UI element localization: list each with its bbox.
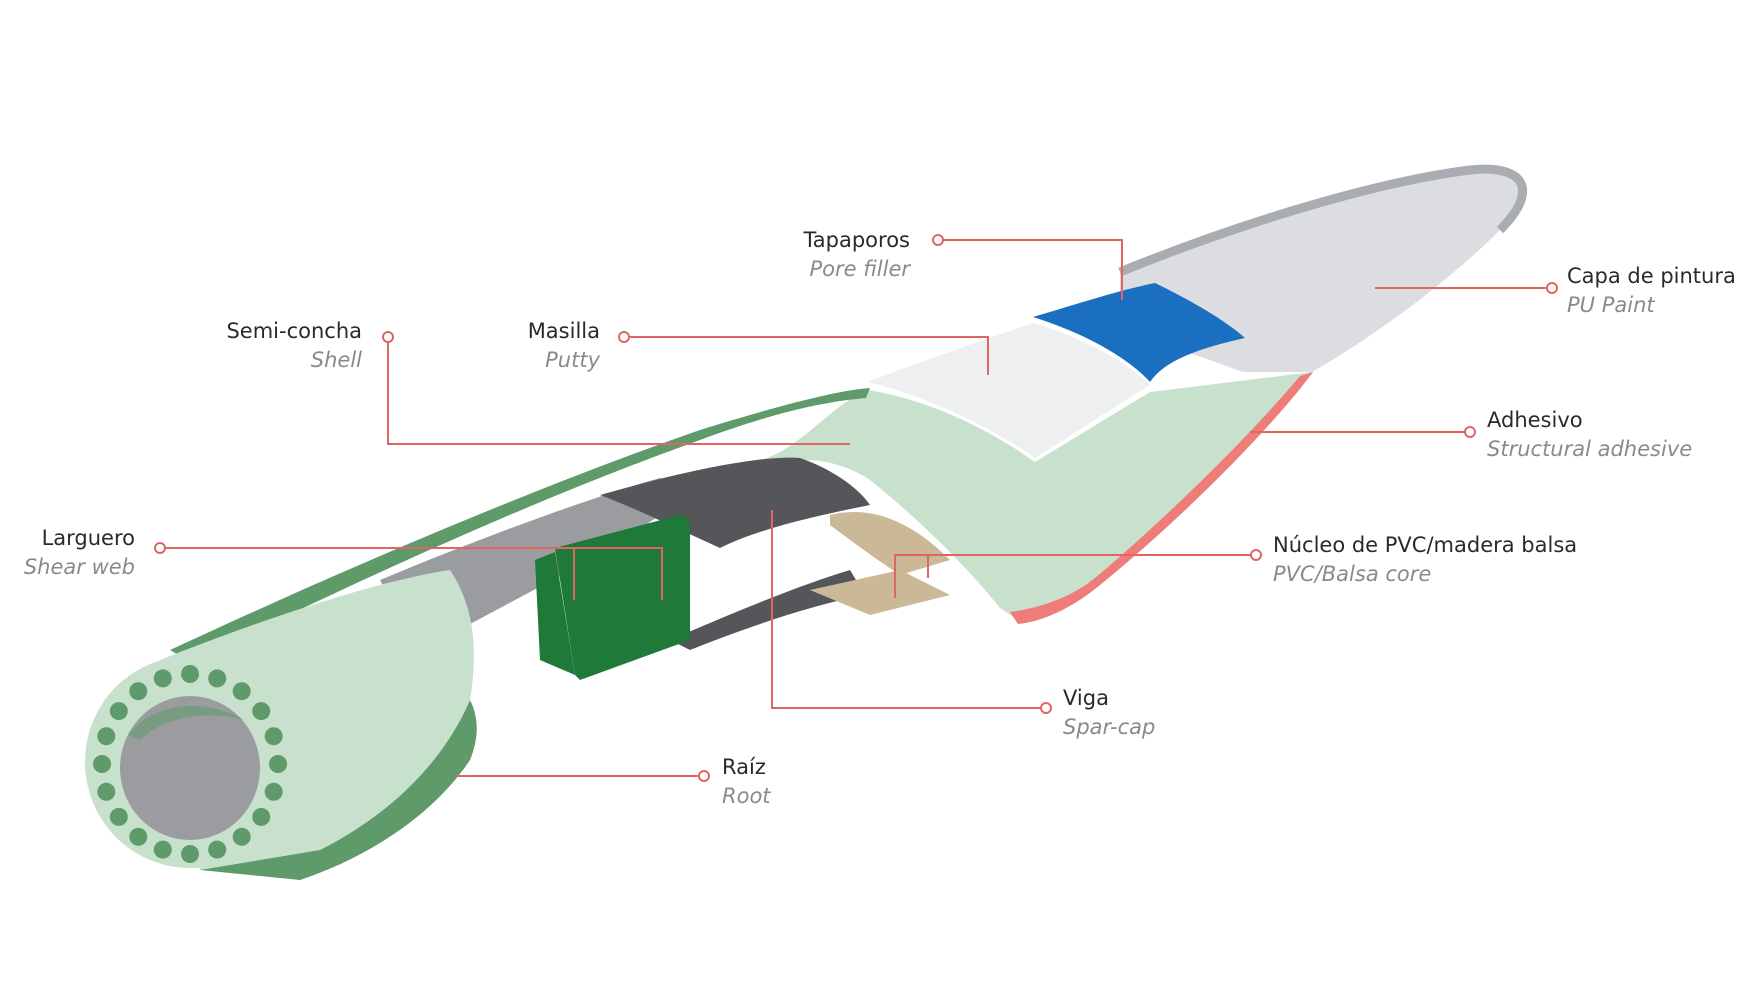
root-face-inner-shade xyxy=(128,705,245,740)
label-tapaporos-en: Pore filler xyxy=(809,257,911,281)
leader-dot-masilla[interactable] xyxy=(618,331,630,343)
leader-viga xyxy=(771,510,1046,709)
root-bolt-hole xyxy=(232,682,251,701)
root-body-underside xyxy=(200,700,477,880)
root-bolt-hole xyxy=(181,665,199,683)
root-face xyxy=(85,656,295,868)
label-tapaporos: Tapaporos xyxy=(802,228,910,252)
leader-dot-semi-concha[interactable] xyxy=(382,331,394,343)
root-face-inner xyxy=(120,696,260,840)
root-bolt-hole xyxy=(232,827,251,846)
label-capa-pintura-en: PU Paint xyxy=(1567,293,1655,317)
root-bolt-hole xyxy=(252,702,271,721)
root-bolt-hole xyxy=(252,807,271,826)
leader-lines xyxy=(154,234,1558,782)
leader-masilla xyxy=(624,336,989,375)
leader-dot-nucleo[interactable] xyxy=(1250,549,1262,561)
label-nucleo-en: PVC/Balsa core xyxy=(1273,562,1431,586)
pore-filler-layer xyxy=(1033,283,1245,382)
leader-dot-viga[interactable] xyxy=(1040,702,1052,714)
blade-illustration xyxy=(85,164,1527,880)
label-masilla: Masilla xyxy=(528,319,600,343)
label-adhesivo: Adhesivo xyxy=(1487,408,1583,432)
label-viga: Viga xyxy=(1063,686,1109,710)
root-bolt-hole xyxy=(129,827,148,846)
core-layer-lower xyxy=(810,570,950,615)
leader-dot-tapaporos[interactable] xyxy=(932,234,944,246)
label-semi-concha: Semi-concha xyxy=(226,319,362,343)
root-bolt-hole xyxy=(97,727,116,746)
label-viga-en: Spar-cap xyxy=(1063,715,1155,739)
leader-semi-concha xyxy=(387,337,850,445)
root-bolt-hole xyxy=(153,669,172,688)
label-raiz-en: Root xyxy=(722,784,771,808)
label-masilla-en: Putty xyxy=(545,348,600,372)
root-bolt-hole xyxy=(208,669,227,688)
label-nucleo: Núcleo de PVC/madera balsa xyxy=(1273,533,1577,557)
leader-dot-capa-pintura[interactable] xyxy=(1546,282,1558,294)
shell-layer xyxy=(410,372,1313,620)
leader-dot-adhesivo[interactable] xyxy=(1464,426,1476,438)
leader-dot-larguero[interactable] xyxy=(154,542,166,554)
core-layer-upper xyxy=(830,512,950,575)
root-bolt-hole xyxy=(269,755,287,773)
root-bolt-hole xyxy=(181,845,199,863)
paint-layer-edge xyxy=(1118,164,1527,277)
root-bolt-hole xyxy=(153,840,172,859)
spar-cap-lower xyxy=(670,570,865,650)
label-raiz: Raíz xyxy=(722,755,766,779)
root-bolt-ring xyxy=(93,665,287,863)
leader-dot-raiz[interactable] xyxy=(698,770,710,782)
root-bolt-hole xyxy=(97,782,116,801)
root-bolt-hole xyxy=(264,727,283,746)
root-bolt-hole xyxy=(208,840,227,859)
root-bolt-hole xyxy=(93,755,111,773)
leader-nucleo xyxy=(894,554,1256,598)
root-bolt-hole xyxy=(109,807,128,826)
root-bolt-hole xyxy=(129,682,148,701)
leader-larguero xyxy=(160,547,663,600)
putty-layer xyxy=(868,323,1150,458)
labels: Tapaporos Pore filler Capa de pintura PU… xyxy=(24,228,1736,808)
adhesive-layer xyxy=(1010,372,1313,624)
shear-web-front xyxy=(555,515,690,680)
leader-tapaporos xyxy=(938,239,1123,300)
label-larguero: Larguero xyxy=(42,526,135,550)
root-bolt-hole xyxy=(264,782,283,801)
root-bolt-hole xyxy=(109,702,128,721)
label-larguero-en: Shear web xyxy=(24,555,135,579)
label-capa-pintura: Capa de pintura xyxy=(1567,264,1736,288)
label-adhesivo-en: Structural adhesive xyxy=(1487,437,1692,461)
spar-cap-layer xyxy=(600,457,870,548)
label-semi-concha-en: Shell xyxy=(311,348,362,372)
shear-web-back xyxy=(535,552,575,675)
